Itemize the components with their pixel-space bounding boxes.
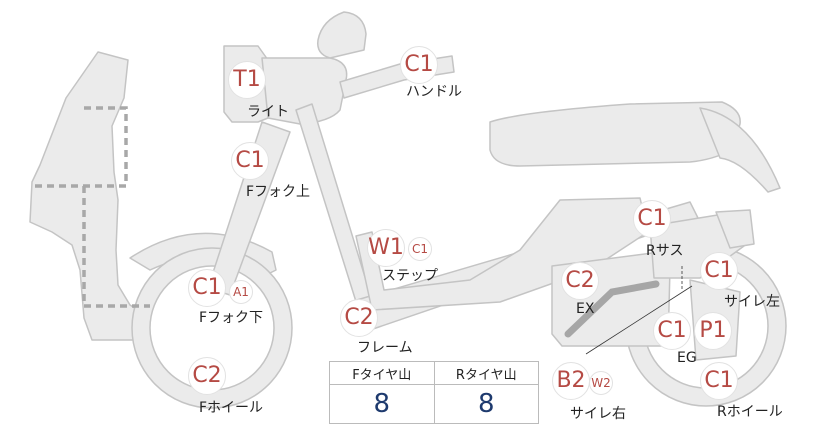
frame-label: フレーム bbox=[357, 340, 413, 356]
frame-code-1[interactable]: C2 bbox=[340, 299, 378, 337]
ffork-upper-label: Fフォク上 bbox=[246, 184, 311, 200]
muffler-right-label: サイレ右 bbox=[570, 406, 626, 422]
light-code-1[interactable]: T1 bbox=[228, 61, 266, 99]
exhaust-pipe bbox=[564, 280, 660, 338]
floorboard bbox=[355, 197, 649, 311]
step-code-2[interactable]: C1 bbox=[408, 237, 432, 261]
rsus-code-1[interactable]: C1 bbox=[633, 200, 671, 238]
rear-cowl bbox=[699, 107, 781, 193]
ffork-lower-label: Fフォク下 bbox=[199, 310, 264, 326]
tire-tread-table: Fタイヤ山 Rタイヤ山 8 8 bbox=[329, 361, 539, 424]
mirror bbox=[317, 11, 367, 59]
air-cleaner bbox=[715, 209, 755, 249]
ex-label: EX bbox=[576, 301, 595, 317]
fwheel-code-1[interactable]: C2 bbox=[188, 357, 226, 395]
eg-label: EG bbox=[677, 350, 697, 366]
dotted-panel-line bbox=[82, 186, 150, 308]
ffork-lower-code-1[interactable]: C1 bbox=[188, 269, 226, 307]
handle-label: ハンドル bbox=[406, 84, 462, 100]
fwheel-label: Fホイール bbox=[199, 400, 264, 416]
step-label: ステップ bbox=[382, 268, 438, 284]
rwheel-label: Rホイール bbox=[717, 404, 783, 420]
front-tire-value: 8 bbox=[329, 384, 435, 424]
front-tire-header: Fタイヤ山 bbox=[329, 361, 435, 385]
rsus-label: Rサス bbox=[646, 243, 684, 259]
eg-code-2[interactable]: P1 bbox=[694, 312, 732, 350]
step-code-1[interactable]: W1 bbox=[367, 229, 405, 267]
muffler-right-code-1[interactable]: B2 bbox=[552, 362, 590, 400]
ex-code-1[interactable]: C2 bbox=[561, 262, 599, 300]
muffler-right-code-2[interactable]: W2 bbox=[589, 371, 613, 395]
handle-code-1[interactable]: C1 bbox=[400, 46, 438, 84]
ffork-upper-code-1[interactable]: C1 bbox=[231, 142, 269, 180]
leader-line bbox=[585, 285, 693, 355]
rwheel-code-1[interactable]: C1 bbox=[700, 362, 738, 400]
light-label: ライト bbox=[247, 104, 289, 120]
down-tube bbox=[295, 103, 373, 309]
rear-tire-header: Rタイヤ山 bbox=[433, 361, 539, 385]
ffork-lower-code-2[interactable]: A1 bbox=[229, 280, 253, 304]
muffler-left-code-1[interactable]: C1 bbox=[700, 252, 738, 290]
rear-tire-value: 8 bbox=[433, 384, 539, 424]
eg-code-1[interactable]: C1 bbox=[653, 312, 691, 350]
front-cowl bbox=[29, 51, 151, 341]
muffler-left-label: サイレ左 bbox=[724, 294, 780, 310]
seat bbox=[489, 101, 741, 167]
